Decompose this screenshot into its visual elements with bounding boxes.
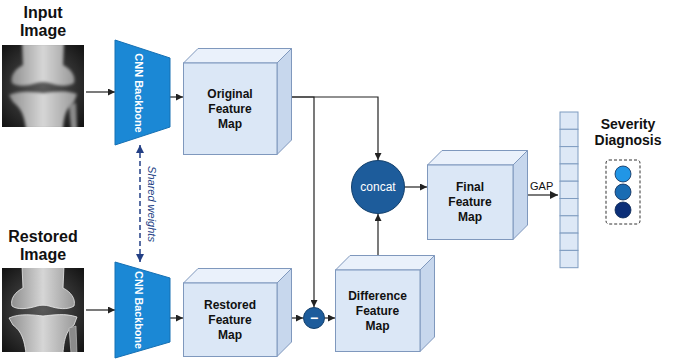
knee-xray [2,45,84,127]
concat-circle: concat [351,160,405,214]
cube-front [428,165,514,240]
image-panel: Input Image [0,2,86,128]
feature-map: Restored Feature Map [183,268,292,357]
cube-side [277,49,292,155]
circle-shape [352,161,405,214]
node-label: Original Feature Map [183,63,277,155]
node-label: Restored Image [0,228,86,264]
connector-arrow [292,97,378,160]
node-label: Severity Diagnosis [584,116,672,148]
node-label: Input Image [0,4,86,40]
connector-arrow [139,145,141,262]
cube-side [277,269,292,357]
class-circle [615,166,631,182]
cube-front [336,270,421,352]
image-panel: Restored Image [0,226,86,352]
node-label: Restored Feature Map [183,283,277,357]
connector-arrow [86,91,115,92]
gap-arrow [528,194,558,195]
knee-xray [2,268,84,352]
node-label: CNN Backbone [132,53,145,132]
subtract-circle: − [303,307,325,329]
node-label: CNN Backbone [132,271,145,349]
cube-side [420,256,435,352]
cube-top [428,151,528,166]
operation-label: GAP [530,180,553,193]
node-label: − [303,307,325,329]
output-bracket [606,160,640,224]
trapezoid-shape [115,262,170,358]
connector-arrow [292,317,303,318]
class-circle [615,202,631,218]
edge-label: Shared weights [146,164,158,244]
circle-shape [304,308,325,329]
feature-map: Original Feature Map [183,48,292,155]
connector-arrow [292,97,314,307]
class-circle [615,184,631,200]
connector-arrow [86,309,115,310]
cnn-backbone: CNN Backbone [115,40,170,145]
node-label: Difference Feature Map [335,270,420,352]
cube-side [513,151,528,240]
connector-arrow [325,317,335,318]
feature-vector [560,112,578,268]
connector-arrow [170,317,183,318]
cnn-backbone: CNN Backbone [115,262,170,358]
node-label: Final Feature Map [427,165,513,240]
feature-map: Final Feature Map [427,150,528,240]
node-label: concat [351,160,405,214]
cube-front [184,63,278,155]
connector-arrow [405,186,427,187]
cube-top [336,256,435,271]
cube-top [184,269,292,284]
trapezoid-shape [115,40,170,145]
output-panel: Severity Diagnosis [584,116,672,224]
cube-front [184,283,278,357]
connector-arrow [170,96,183,97]
cube-top [184,49,292,64]
feature-map: Difference Feature Map [335,255,435,352]
connector-arrow [377,214,378,255]
